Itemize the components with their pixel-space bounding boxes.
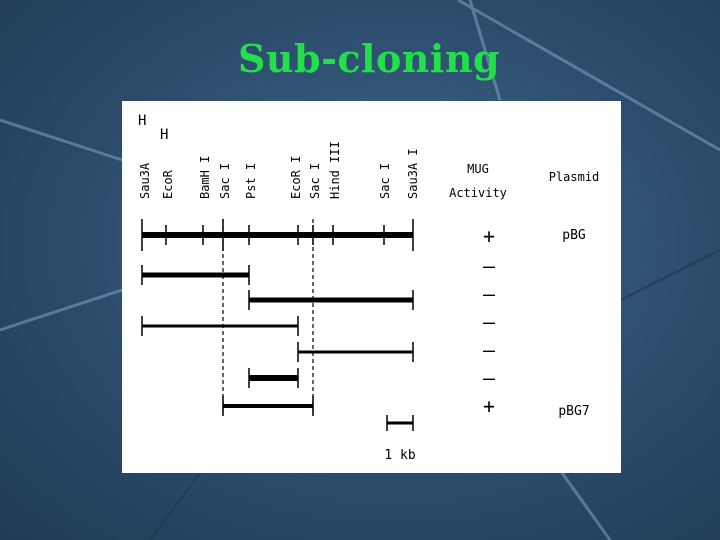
enzyme-mark-2: H: [160, 127, 168, 143]
enzyme-mark-1: H: [138, 113, 146, 129]
activity-header: Activity: [449, 186, 507, 200]
fragment-2: [248, 290, 414, 310]
mug-header: MUG: [467, 162, 489, 176]
activity-row-1: –: [483, 254, 496, 278]
enzyme-label-hind3: Hind III: [328, 141, 342, 199]
plasmid-row-0: pBG: [562, 228, 586, 243]
scale-label: 1 kb: [384, 448, 415, 463]
activity-row-4: –: [483, 338, 496, 362]
fragment-5: [248, 368, 299, 388]
enzyme-label-sac1-c: Sac I: [378, 163, 392, 199]
enzyme-label-sac1-b: Sac I: [308, 163, 322, 199]
restriction-site-ticks: [141, 219, 414, 251]
fragment-6: [222, 396, 314, 416]
activity-row-3: –: [483, 310, 496, 334]
activity-row-2: –: [483, 282, 496, 306]
activity-row-5: –: [483, 366, 496, 390]
restriction-map-figure: H H Sau3A EcoR BamH I Sac I Pst I EcoR I…: [122, 101, 621, 473]
enzyme-label-ecor1: EcoR I: [289, 156, 303, 199]
enzyme-label-sac1-a: Sac I: [218, 163, 232, 199]
plasmid-row-6: pBG7: [558, 404, 589, 419]
plasmid-header: Plasmid: [549, 170, 600, 184]
activity-row-0: +: [483, 224, 495, 248]
fragment-3: [141, 316, 299, 336]
activity-row-6: +: [483, 394, 495, 418]
enzyme-label-sau3a1: Sau3A I: [406, 148, 420, 199]
fragment-4: [297, 342, 414, 362]
enzyme-label-sau3a: Sau3A: [138, 162, 152, 199]
enzyme-label-bamh1: BamH I: [198, 156, 212, 199]
fragment-1: [141, 265, 250, 285]
enzyme-label-pst1: Pst I: [244, 163, 258, 199]
enzyme-label-ecor: EcoR: [161, 169, 175, 199]
scale-bar: [386, 415, 414, 431]
slide-title: Sub-cloning: [237, 36, 501, 81]
restriction-map-diagram: H H Sau3A EcoR BamH I Sac I Pst I EcoR I…: [138, 113, 600, 463]
